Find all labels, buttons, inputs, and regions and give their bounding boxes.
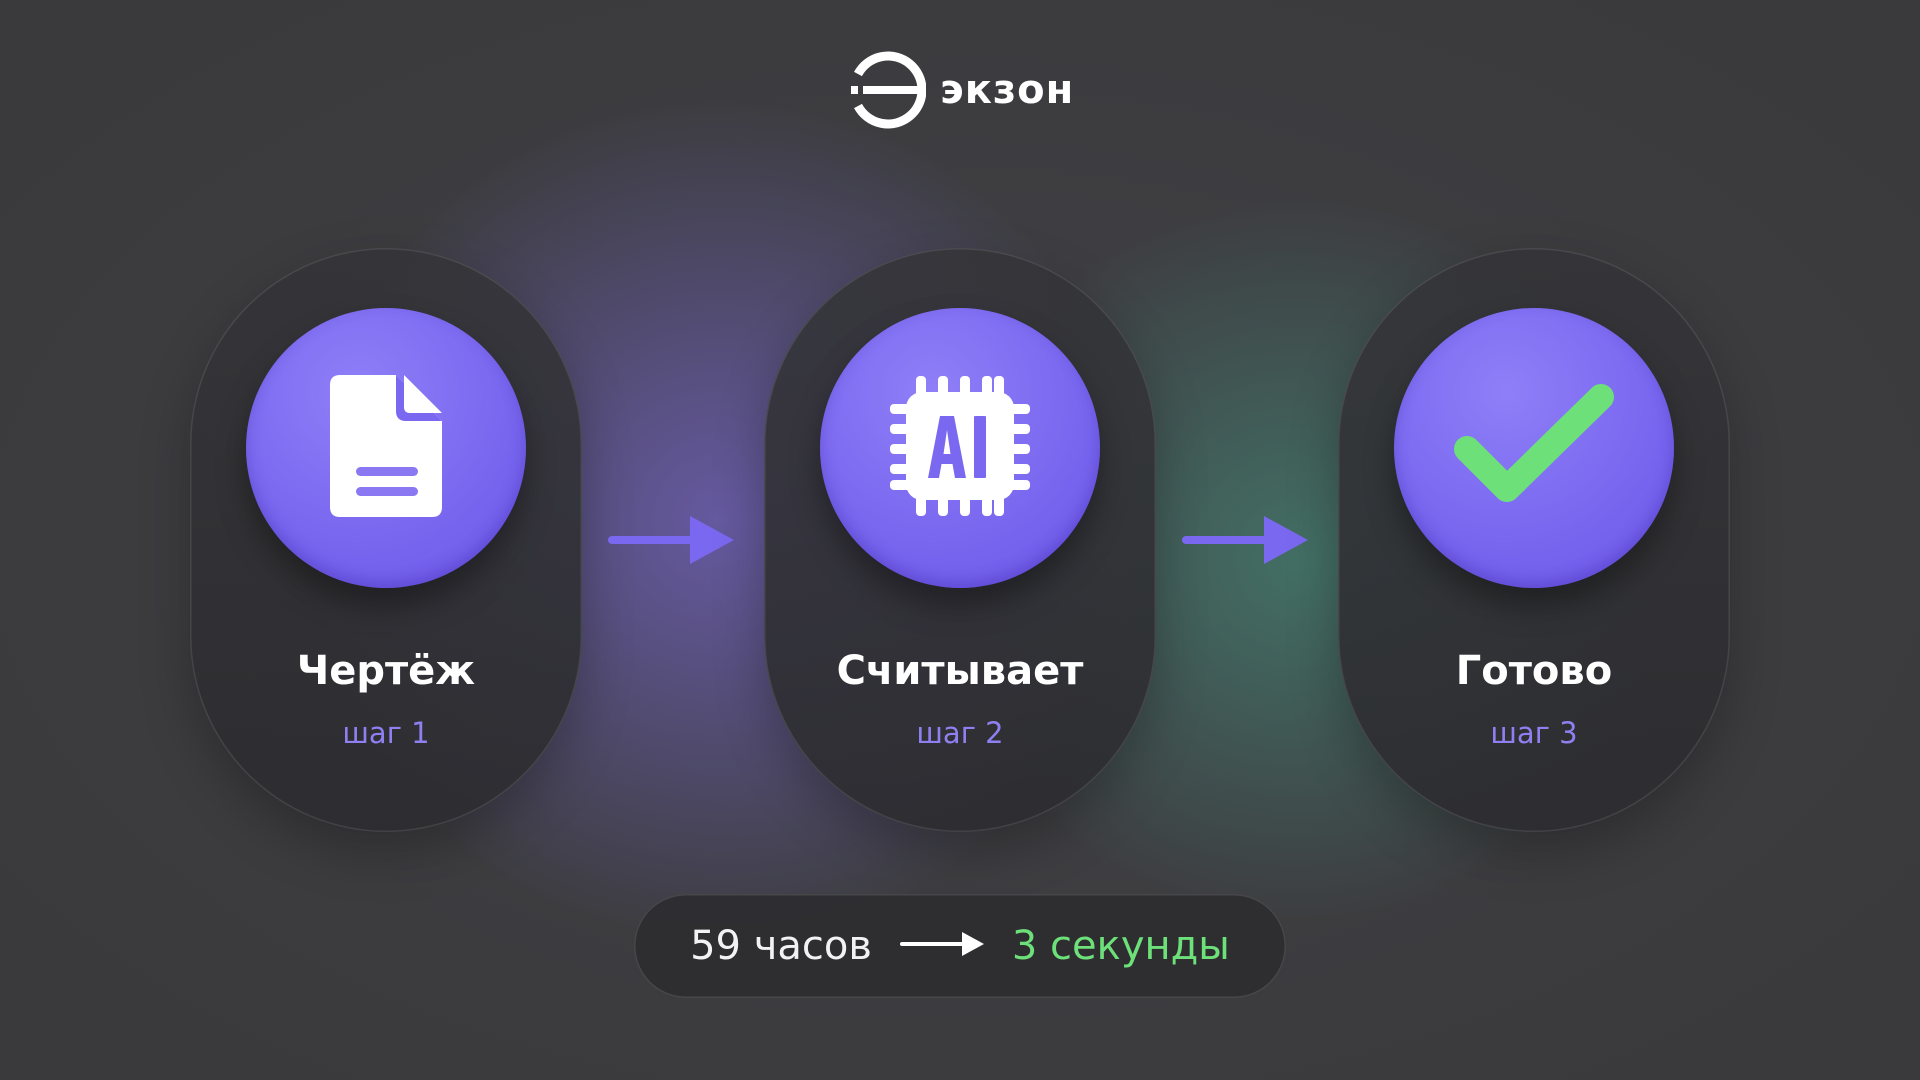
brand-name: экзон	[940, 67, 1075, 113]
time-comparison: 59 часов 3 секунды	[634, 894, 1286, 998]
arrow-right-icon	[608, 516, 734, 564]
ai-chip-icon	[880, 366, 1040, 531]
step-card-1: Чертёж шаг 1	[190, 248, 582, 832]
arrow-right-icon	[1182, 516, 1308, 564]
arrow-right-icon	[899, 930, 984, 963]
step-card-2: Считывает шаг 2	[764, 248, 1156, 832]
document-icon	[326, 371, 446, 526]
brand-logo: экзон	[846, 50, 1074, 130]
step-icon-circle	[820, 308, 1100, 588]
time-before: 59 часов	[690, 923, 872, 969]
step-title: Чертёж	[296, 648, 476, 694]
step-title: Считывает	[836, 648, 1084, 694]
step-label: шаг 3	[1490, 716, 1578, 750]
step-label: шаг 1	[342, 716, 430, 750]
step-title: Готово	[1455, 648, 1613, 694]
step-label: шаг 2	[916, 716, 1004, 750]
exon-logo-icon	[846, 50, 926, 130]
step-icon-circle	[1394, 308, 1674, 588]
step-icon-circle	[246, 308, 526, 588]
checkmark-icon	[1449, 381, 1619, 516]
step-card-3: Готово шаг 3	[1338, 248, 1730, 832]
time-after: 3 секунды	[1011, 923, 1230, 969]
